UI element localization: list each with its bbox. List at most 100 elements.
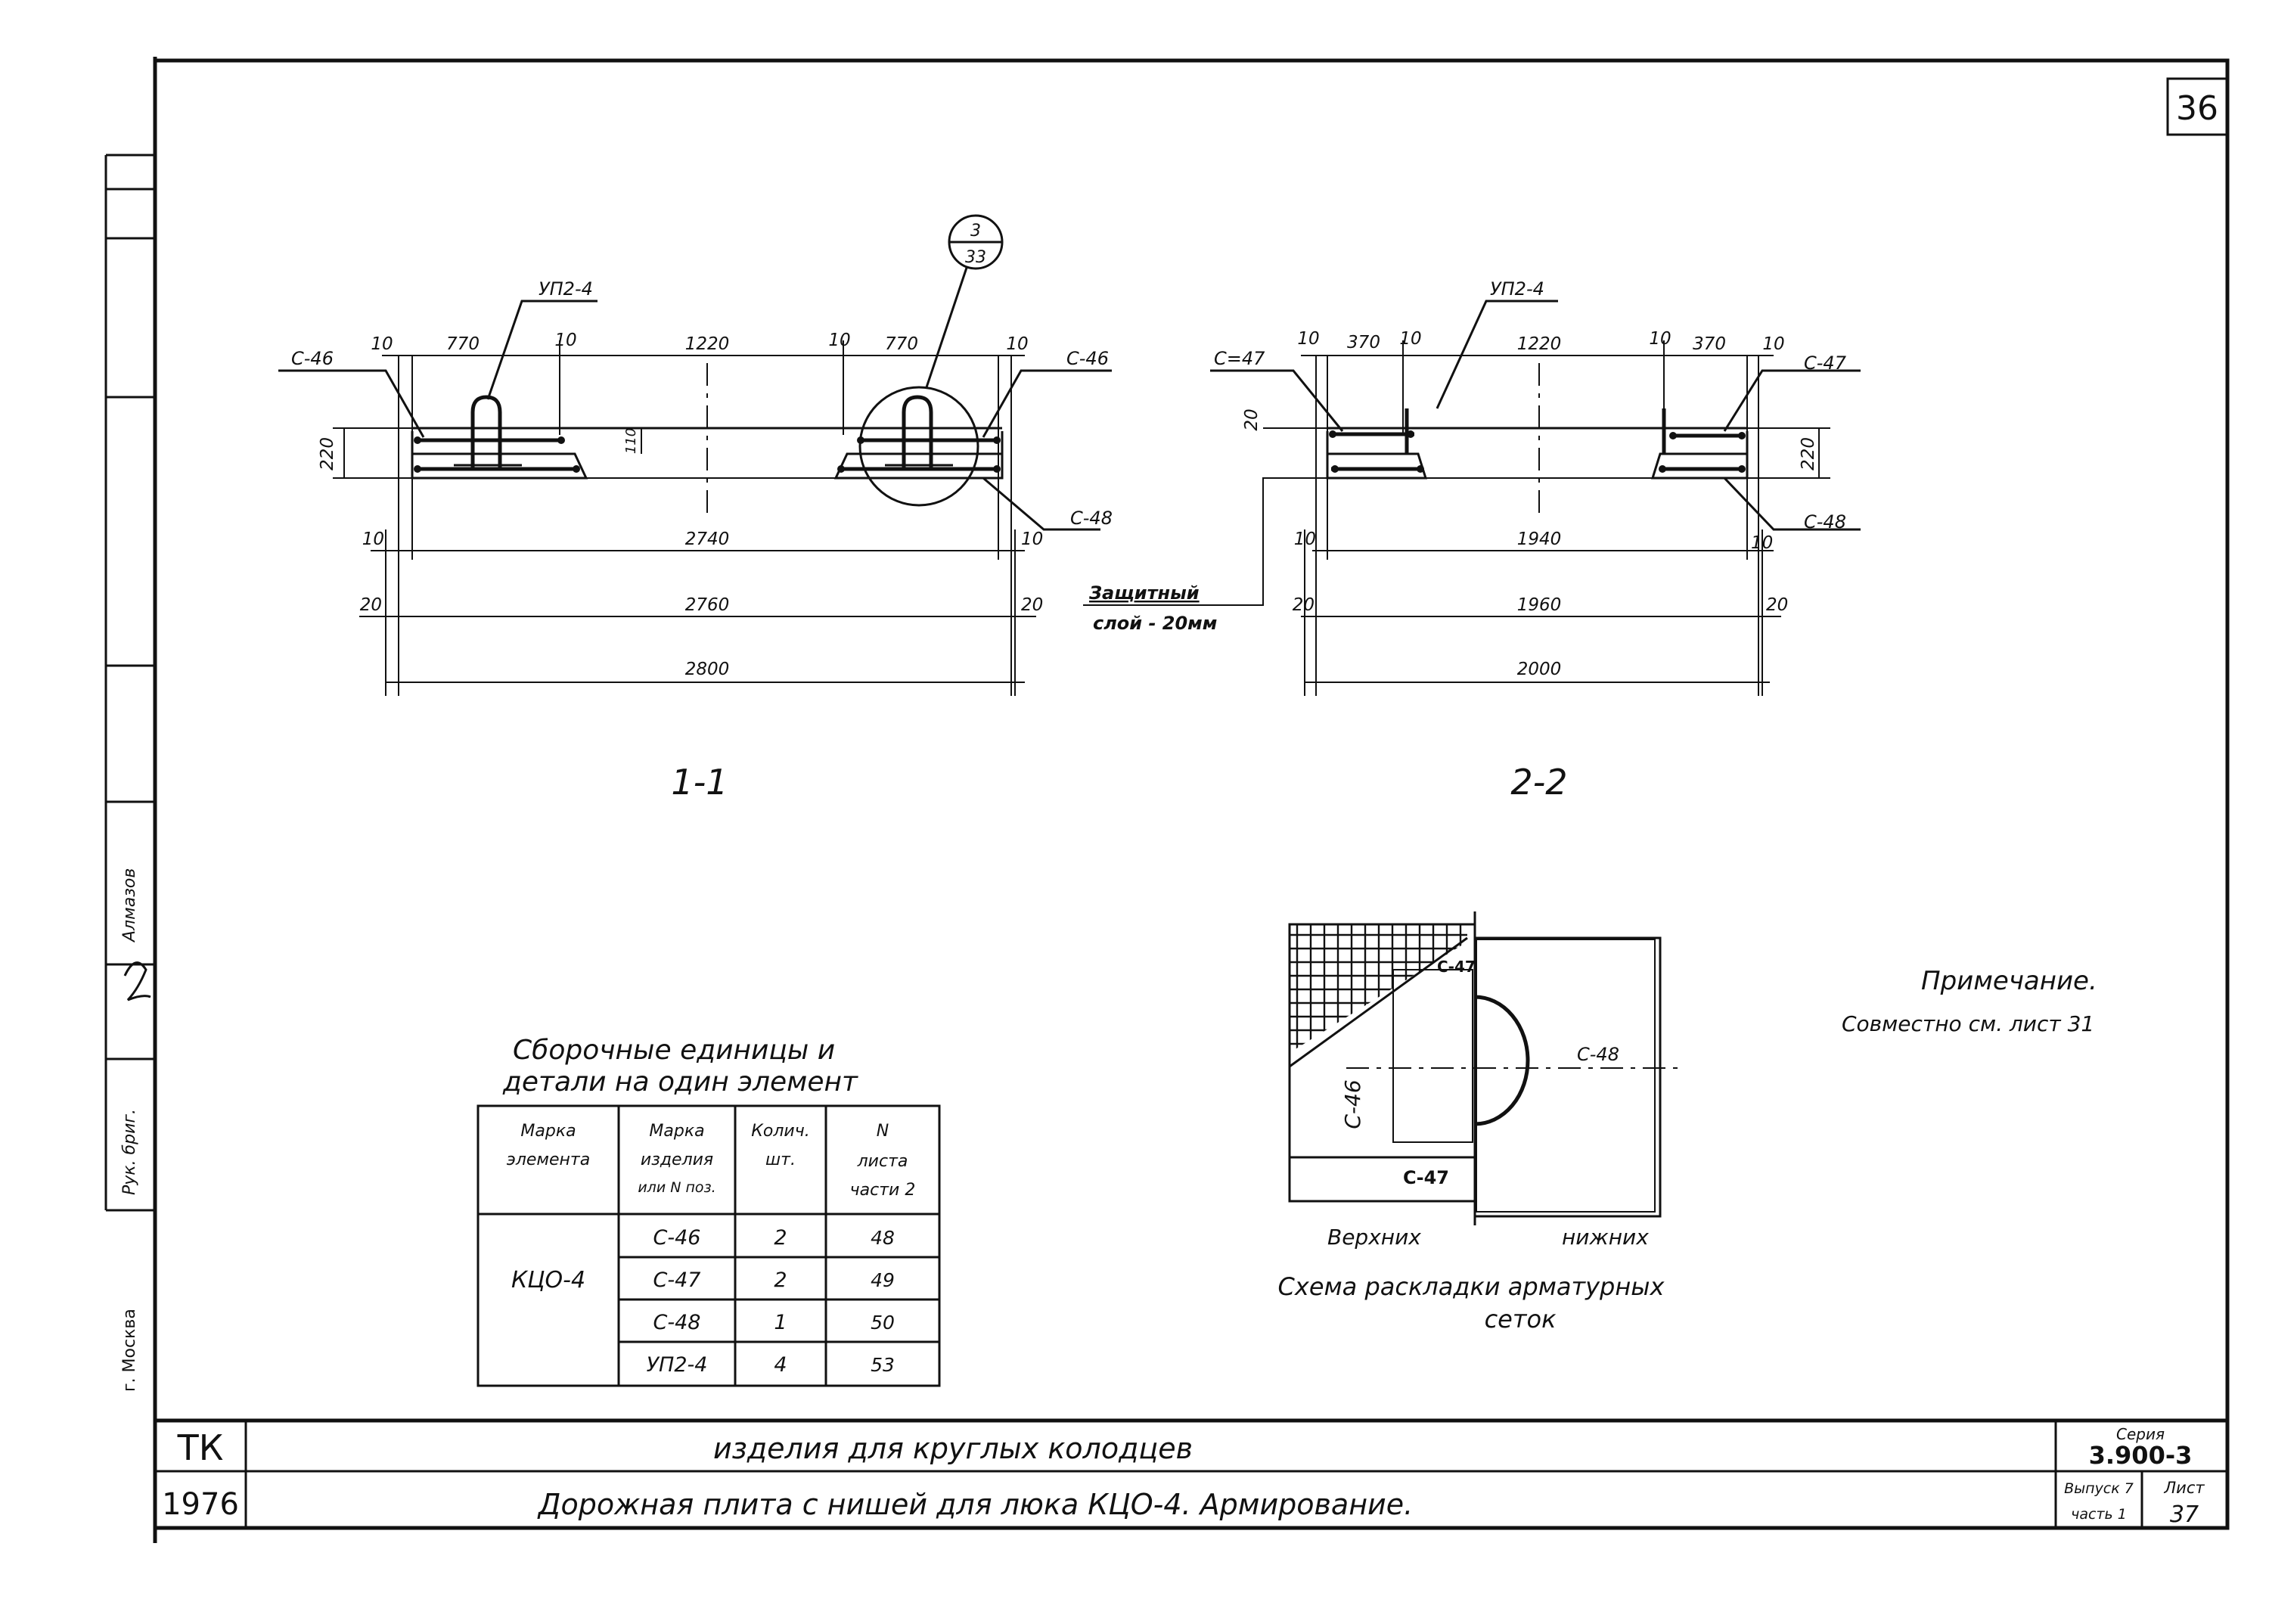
s1-dim-top-3: 1220: [685, 334, 730, 354]
table-row-qty: 2: [774, 1268, 787, 1292]
th-element-2: элемента: [507, 1150, 590, 1169]
s2-dim-top-6: 10: [1762, 334, 1784, 354]
page-number: 36: [2176, 89, 2218, 128]
cover-note-1: Защитный: [1088, 582, 1200, 604]
table-row-item: С-48: [653, 1311, 701, 1334]
table-row-qty: 1: [774, 1311, 787, 1334]
table-row-item: УП2-4: [647, 1353, 708, 1377]
scheme-title-1: Схема раскладки арматурных: [1278, 1272, 1665, 1301]
s1-row3-middle: 2800: [685, 660, 730, 679]
scheme-title-2: сеток: [1485, 1305, 1557, 1334]
th-sheet-3: части 2: [850, 1181, 916, 1200]
s1-label-loop: УП2-4: [539, 278, 593, 300]
table-row-item: С-47: [653, 1268, 701, 1292]
left-margin-strip: [104, 154, 155, 1212]
parts-table: [476, 1104, 941, 1387]
s1-dim-niche: 110: [623, 428, 639, 454]
table-title-2: детали на один элемент: [502, 1067, 858, 1098]
issue-label: Выпуск 7: [2064, 1480, 2134, 1497]
sheet-label: Лист: [2163, 1479, 2205, 1497]
note-text: Совместно см. лист 31: [1842, 1011, 2094, 1036]
th-item-3: или N поз.: [638, 1179, 715, 1196]
s2-dim-top-0: 10: [1297, 329, 1319, 349]
s2-label-c47-right: С-47: [1804, 352, 1847, 374]
table-title-1: Сборочные единицы и: [513, 1035, 835, 1066]
title-org: ТК: [177, 1427, 224, 1468]
table-row-sheet: 53: [871, 1354, 895, 1376]
s1-row1-left: 10: [362, 529, 384, 549]
th-element-1: Марка: [520, 1122, 576, 1141]
section-1-1: [278, 214, 1112, 696]
s2-dim-top-3: 1220: [1517, 334, 1562, 354]
th-qty-1: Колич.: [751, 1122, 809, 1141]
s1-row1-middle: 2740: [685, 529, 730, 549]
scheme-caption-upper: Верхних: [1327, 1225, 1421, 1250]
section-2-2: [1083, 300, 1861, 696]
s1-label-c48: С-48: [1070, 508, 1113, 529]
table-row-item: С-46: [653, 1226, 701, 1250]
th-item-2: изделия: [641, 1150, 713, 1169]
sheet-frame: [153, 57, 2230, 1543]
s2-label-loop: УП2-4: [1490, 278, 1544, 300]
sheet-number: 37: [2170, 1501, 2199, 1528]
margin-city: г. Москва: [120, 1309, 139, 1392]
s2-row1-right: 10: [1751, 533, 1773, 553]
s2-dim-top-1: 370: [1347, 333, 1380, 352]
s2-row3-middle: 2000: [1517, 660, 1562, 679]
scheme-c46: С-46: [1340, 1079, 1365, 1129]
th-sheet-1: N: [877, 1122, 889, 1141]
s1-dim-top-0: 10: [371, 334, 393, 354]
s2-row1-left: 10: [1294, 529, 1316, 549]
title-year: 1976: [162, 1487, 239, 1522]
s1-row2-middle: 2760: [685, 595, 730, 615]
series-number: 3.900-3: [2089, 1441, 2193, 1470]
series-label: Серия: [2116, 1425, 2165, 1443]
s2-row2-right: 20: [1766, 595, 1788, 615]
scheme-c47-bottom: С-47: [1403, 1167, 1449, 1188]
s1-dim-top-1: 770: [446, 334, 480, 354]
s1-dim-top-6: 10: [1006, 334, 1028, 354]
section-2-title: 2-2: [1510, 762, 1567, 803]
cover-note-2: слой - 20мм: [1093, 613, 1217, 634]
s1-dim-top-2: 10: [554, 331, 576, 350]
table-row-qty: 4: [774, 1353, 787, 1377]
callout-bottom: 33: [965, 248, 986, 267]
table-row-sheet: 49: [871, 1269, 895, 1291]
table-row-qty: 2: [774, 1226, 787, 1250]
s2-row1-middle: 1940: [1517, 529, 1562, 549]
table-row-sheet: 50: [871, 1312, 895, 1334]
s2-row2-middle: 1960: [1517, 595, 1562, 615]
table-row-sheet: 48: [871, 1227, 895, 1249]
note-heading: Примечание.: [1921, 966, 2097, 996]
scheme-caption-lower: нижних: [1562, 1225, 1649, 1250]
s2-dim-top-4: 10: [1649, 329, 1671, 349]
mesh-scheme: [1288, 911, 1679, 1225]
s2-dim-height: 220: [1799, 437, 1818, 470]
s1-dim-height: 220: [318, 437, 337, 470]
th-qty-2: шт.: [765, 1150, 796, 1169]
table-element: КЦО-4: [511, 1267, 585, 1293]
s2-dim-cover: 20: [1242, 408, 1262, 430]
th-item-1: Марка: [649, 1122, 704, 1141]
title-block: [155, 1418, 2227, 1530]
title-line-2: Дорожная плита с нишей для люка КЦО-4. А…: [537, 1488, 1413, 1521]
s2-row2-left: 20: [1293, 595, 1315, 615]
s1-dim-top-4: 10: [828, 331, 850, 350]
s1-label-c46-left: С-46: [291, 348, 334, 369]
section-1-title: 1-1: [671, 762, 728, 803]
margin-name: Алмазов: [120, 868, 139, 943]
s2-label-c47-left: С=47: [1214, 348, 1265, 369]
title-line-1: изделия для круглых колодцев: [713, 1432, 1193, 1465]
s1-row2-right: 20: [1021, 595, 1043, 615]
scheme-c48: С-48: [1577, 1044, 1619, 1065]
th-sheet-2: листа: [857, 1152, 908, 1171]
margin-role: Рук. бриг.: [120, 1109, 139, 1195]
scheme-c47-top: С-47: [1437, 958, 1476, 976]
callout-top: 3: [970, 222, 981, 241]
s1-label-c46-right: С-46: [1066, 348, 1109, 369]
s1-row1-right: 10: [1021, 529, 1043, 549]
part-label: часть 1: [2071, 1506, 2127, 1523]
s2-label-c48: С-48: [1804, 511, 1846, 533]
s2-dim-top-2: 10: [1399, 329, 1421, 349]
